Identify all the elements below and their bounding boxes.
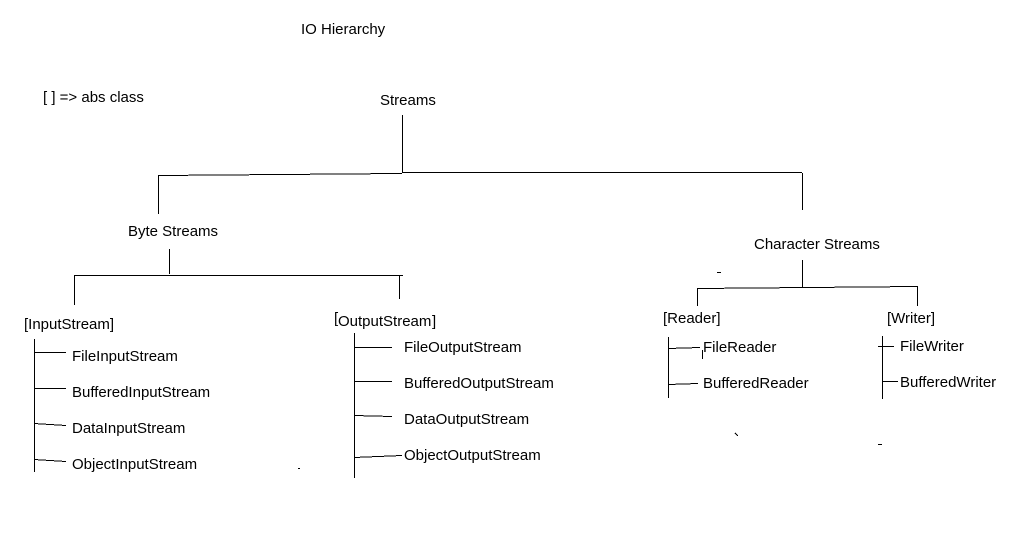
reader-branch-1 bbox=[667, 347, 701, 349]
class-objectinputstream: ObjectInputStream bbox=[72, 456, 197, 473]
node-outputstream-close-bracket: ] bbox=[432, 313, 436, 330]
node-writer: [Writer] bbox=[887, 310, 935, 327]
inputstream-branch-3 bbox=[33, 423, 67, 426]
outputstream-branch-4 bbox=[353, 455, 403, 458]
node-byte-streams: Byte Streams bbox=[128, 223, 218, 240]
stray-mark-3 bbox=[734, 432, 739, 437]
node-outputstream: OutputStream bbox=[338, 313, 431, 330]
node-inputstream: [InputStream] bbox=[24, 316, 114, 333]
node-outputstream-open-bracket: [ bbox=[334, 310, 339, 327]
class-objectoutputstream: ObjectOutputStream bbox=[404, 447, 541, 464]
connector-top-bar bbox=[157, 173, 403, 176]
node-reader: [Reader] bbox=[663, 310, 721, 327]
class-filewriter: FileWriter bbox=[900, 338, 964, 355]
outputstream-branch-3 bbox=[353, 415, 393, 417]
reader-branch-2 bbox=[667, 383, 699, 385]
class-fileinputstream: FileInputStream bbox=[72, 348, 178, 365]
class-fileoutputstream: FileOutputStream bbox=[404, 339, 522, 356]
class-datainputstream: DataInputStream bbox=[72, 420, 185, 437]
inputstream-branch-4 bbox=[33, 459, 67, 462]
class-bufferedreader: BufferedReader bbox=[703, 375, 809, 392]
legend-text: [ ] => abs class bbox=[43, 89, 144, 106]
class-bufferedwriter: BufferedWriter bbox=[900, 374, 996, 391]
connector-character-bar bbox=[696, 286, 919, 289]
class-bufferedoutputstream: BufferedOutputStream bbox=[404, 375, 554, 392]
class-bufferedinputstream: BufferedInputStream bbox=[72, 384, 210, 401]
class-dataoutputstream: DataOutputStream bbox=[404, 411, 529, 428]
node-streams: Streams bbox=[380, 92, 436, 109]
class-filereader: FileReader bbox=[703, 339, 776, 356]
node-character-streams: Character Streams bbox=[754, 236, 880, 253]
diagram-title: IO Hierarchy bbox=[301, 21, 386, 38]
